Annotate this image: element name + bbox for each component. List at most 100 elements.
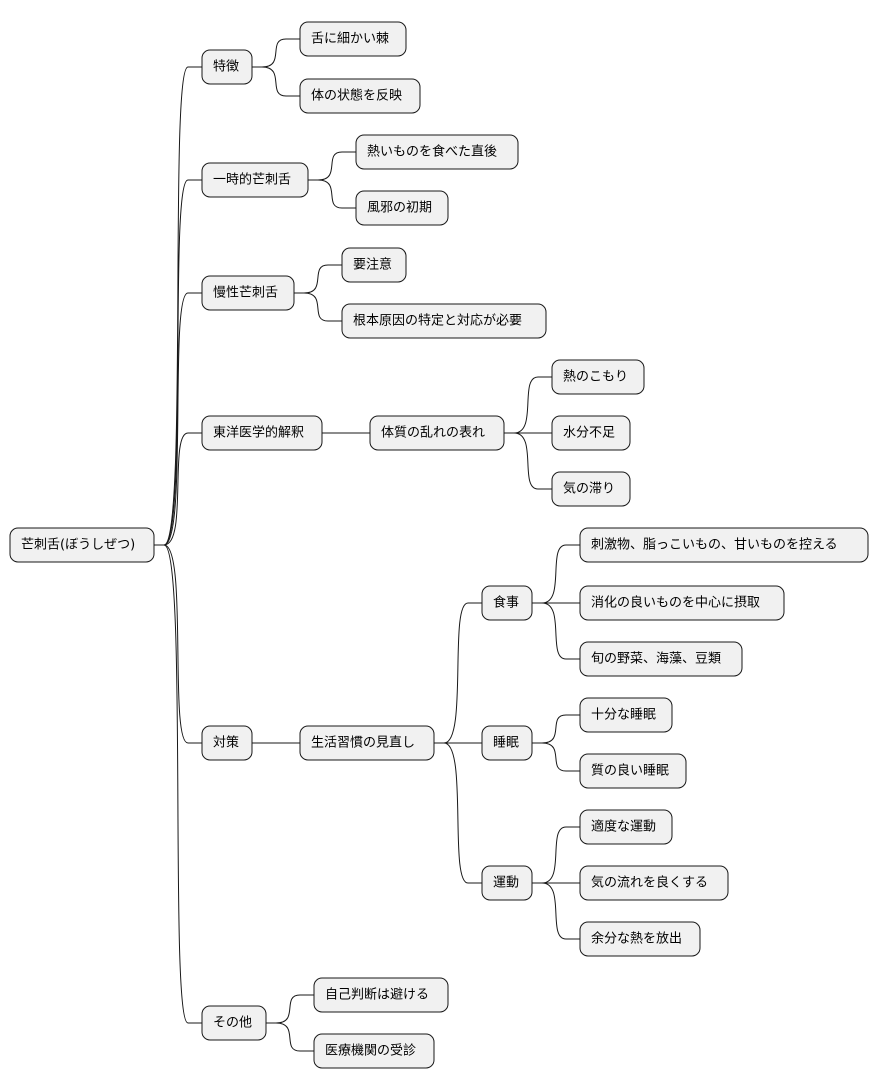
connector-line	[154, 544, 202, 744]
edges-layer	[154, 38, 580, 1052]
node-十分な睡眠: 十分な睡眠	[579, 697, 673, 733]
node-label: 東洋医学的解釈	[213, 425, 304, 441]
node-box	[579, 527, 869, 563]
node-label: 余分な熱を放出	[591, 931, 682, 947]
node-label: 風邪の初期	[367, 201, 432, 216]
node-box	[579, 921, 701, 957]
node-label: その他	[213, 1016, 252, 1031]
node-box	[551, 415, 631, 451]
node-label: 要注意	[353, 257, 392, 273]
node-熱のこもり: 熱のこもり	[551, 359, 645, 395]
node-熱いものを食べた直後: 熱いものを食べた直後	[355, 134, 519, 170]
node-box	[481, 585, 533, 621]
node-気の滞り: 気の滞り	[551, 471, 631, 507]
connector-line	[308, 151, 356, 181]
node-box	[299, 725, 435, 761]
node-気の流れを良くする: 気の流れを良くする	[579, 865, 729, 901]
node-box	[201, 415, 323, 451]
connector-line	[252, 66, 300, 97]
node-box	[201, 49, 253, 85]
node-box	[9, 527, 155, 563]
node-label: 熱のこもり	[563, 370, 628, 385]
node-box	[313, 977, 449, 1013]
node-box	[201, 275, 295, 311]
node-box	[369, 415, 505, 451]
node-label: 消化の良いものを中心に摂取	[591, 595, 760, 611]
node-適度な運動: 適度な運動	[579, 809, 673, 845]
connector-line	[532, 544, 580, 604]
node-label: 睡眠	[493, 736, 519, 751]
node-食事: 食事	[481, 585, 533, 621]
node-要注意: 要注意	[341, 247, 407, 283]
connector-line	[504, 432, 552, 490]
node-box	[299, 78, 421, 114]
node-label: 水分不足	[563, 426, 615, 441]
node-box	[201, 162, 309, 198]
node-風邪の初期: 風邪の初期	[355, 190, 449, 226]
node-box	[551, 471, 631, 507]
node-label: 食事	[493, 595, 519, 611]
node-box	[481, 865, 533, 901]
connector-line	[532, 826, 580, 884]
node-根本原因の特定と対応が必要: 根本原因の特定と対応が必要	[341, 303, 547, 339]
node-自己判断は避ける: 自己判断は避ける	[313, 977, 449, 1013]
connector-line	[532, 602, 580, 660]
node-label: 舌に細かい棘	[311, 32, 389, 47]
node-運動: 運動	[481, 865, 533, 901]
node-東洋医学的解釈: 東洋医学的解釈	[201, 415, 323, 451]
node-box	[201, 725, 253, 761]
node-label: 体質の乱れの表れ	[381, 426, 485, 441]
node-芒刺舌(ぼうしぜつ): 芒刺舌(ぼうしぜつ)	[9, 527, 155, 563]
connector-line	[266, 994, 314, 1024]
node-特徴: 特徴	[201, 49, 253, 85]
node-label: 自己判断は避ける	[325, 988, 429, 1003]
node-box	[299, 21, 407, 57]
node-box	[355, 190, 449, 226]
node-label: 十分な睡眠	[591, 708, 656, 723]
connector-line	[294, 292, 342, 322]
node-box	[481, 725, 533, 761]
node-label: 医療機関の受診	[325, 1043, 416, 1059]
node-対策: 対策	[201, 725, 253, 761]
connector-line	[434, 742, 482, 884]
node-label: 生活習慣の見直し	[311, 735, 415, 751]
node-label: 気の流れを良くする	[591, 875, 708, 891]
connector-line	[154, 292, 202, 546]
node-label: 慢性芒刺舌	[213, 285, 278, 301]
node-label: 適度な運動	[591, 819, 656, 835]
node-box	[579, 865, 729, 901]
connector-line	[532, 742, 580, 772]
node-体の状態を反映: 体の状態を反映	[299, 78, 421, 114]
node-box	[201, 1005, 267, 1041]
node-label: 一時的芒刺舌	[213, 172, 291, 188]
node-box	[341, 247, 407, 283]
node-生活習慣の見直し: 生活習慣の見直し	[299, 725, 435, 761]
node-box	[579, 753, 687, 789]
connector-line	[154, 179, 202, 546]
node-label: 質の良い睡眠	[591, 763, 669, 779]
connector-line	[154, 544, 202, 1024]
node-水分不足: 水分不足	[551, 415, 631, 451]
node-box	[313, 1033, 435, 1069]
node-体質の乱れの表れ: 体質の乱れの表れ	[369, 415, 505, 451]
node-label: 特徴	[213, 60, 239, 75]
connector-line	[308, 179, 356, 209]
node-その他: その他	[201, 1005, 267, 1041]
node-label: 刺激物、脂っこいもの、甘いものを控える	[591, 538, 838, 553]
node-label: 根本原因の特定と対応が必要	[353, 314, 522, 329]
node-質の良い睡眠: 質の良い睡眠	[579, 753, 687, 789]
node-消化の良いものを中心に摂取: 消化の良いものを中心に摂取	[579, 585, 785, 621]
node-舌に細かい棘: 舌に細かい棘	[299, 21, 407, 57]
node-box	[355, 134, 519, 170]
node-label: 体の状態を反映	[311, 88, 402, 104]
node-label: 気の滞り	[563, 481, 615, 497]
connector-line	[504, 376, 552, 434]
node-box	[579, 809, 673, 845]
connector-line	[532, 882, 580, 940]
connector-line	[294, 264, 342, 294]
node-label: 芒刺舌(ぼうしぜつ)	[21, 537, 135, 553]
node-box	[551, 359, 645, 395]
connector-line	[154, 432, 202, 546]
node-label: 旬の野菜、海藻、豆類	[591, 652, 721, 667]
